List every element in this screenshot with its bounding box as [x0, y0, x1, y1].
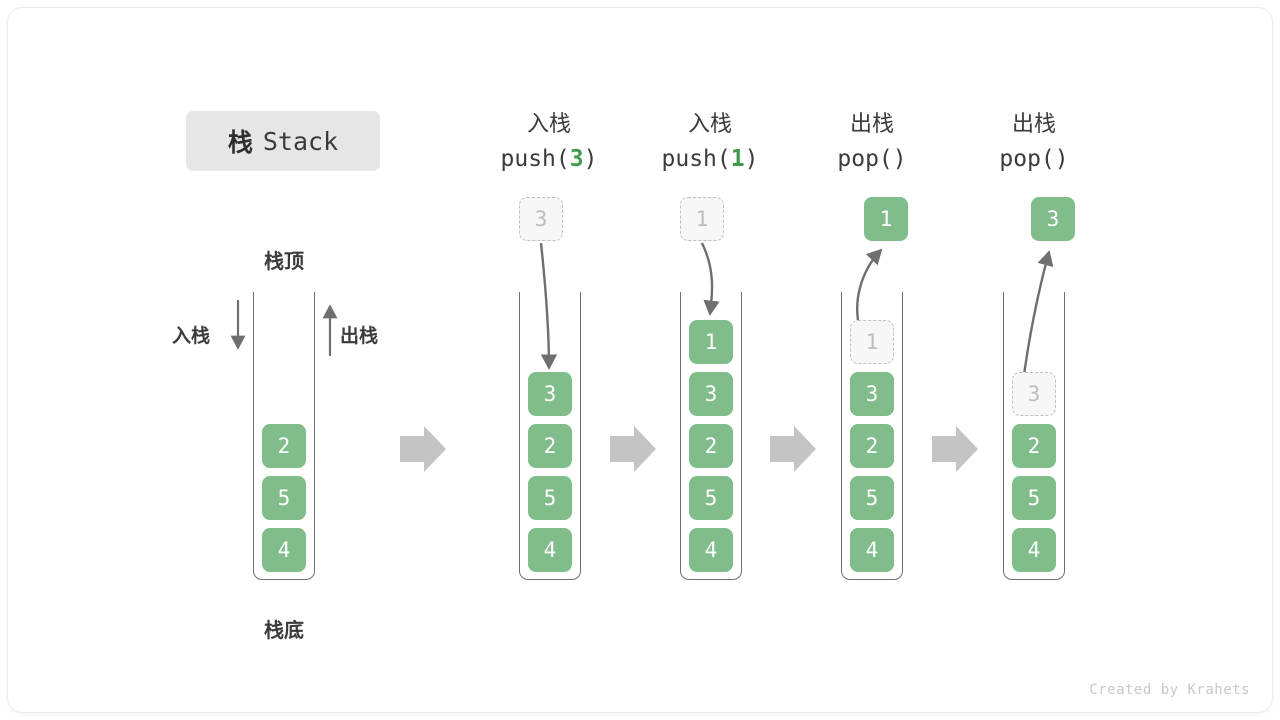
stage-header-code: push(3)	[500, 146, 598, 173]
stack-cell: 3	[689, 372, 733, 416]
stack-cell: 5	[850, 476, 894, 520]
title-badge: 栈 Stack	[186, 111, 380, 171]
footer-credit: Created by Krahets	[1089, 682, 1250, 698]
stack-cell: 2	[689, 424, 733, 468]
stack-cell: 4	[262, 528, 306, 572]
stage-header-cn: 出栈	[1011, 111, 1056, 136]
stack-top-label: 栈顶	[264, 251, 304, 273]
push-side-label: 入栈	[172, 326, 211, 347]
floating-element-pop-1: 1	[864, 197, 908, 241]
stack-cell: 3	[528, 372, 572, 416]
title-cn: 栈	[227, 129, 253, 157]
stack-cell: 2	[1012, 424, 1056, 468]
stage-header-pop-2: 出栈 pop()	[944, 108, 1124, 176]
stack-cell: 4	[850, 528, 894, 572]
pop-side-label: 出栈	[340, 326, 379, 347]
stack-cell: 5	[528, 476, 572, 520]
stack-walls	[1003, 292, 1065, 580]
stack-container-push-1: 1 3 2 5 4	[680, 292, 742, 580]
stack-walls	[841, 292, 903, 580]
title-en: Stack	[262, 126, 339, 156]
stack-cell-ghost: 1	[850, 320, 894, 364]
stage-header-arg: 3	[569, 146, 584, 173]
stack-cell: 2	[528, 424, 572, 468]
floating-element-push-1: 1	[680, 197, 724, 241]
stack-container-push-3: 3 2 5 4	[519, 292, 581, 580]
stack-cell: 5	[689, 476, 733, 520]
stack-cell: 2	[262, 424, 306, 468]
stage-header-push-3: 入栈 push(3)	[459, 108, 639, 176]
stack-bottom-label: 栈底	[264, 620, 304, 642]
floating-element-push-3: 3	[519, 197, 563, 241]
stack-cell: 5	[1012, 476, 1056, 520]
stage-header-pop-1: 出栈 pop()	[782, 108, 962, 176]
stage-header-code: pop()	[837, 146, 907, 173]
stage-header-arg: 1	[730, 146, 745, 173]
stack-container-pop-1: 1 3 2 5 4	[841, 292, 903, 580]
stage-header-code: push(1)	[661, 146, 759, 173]
stack-cell-ghost: 3	[1012, 372, 1056, 416]
stack-cell: 2	[850, 424, 894, 468]
stage-header-push-1: 入栈 push(1)	[620, 108, 800, 176]
stack-walls	[253, 292, 315, 580]
stack-cell: 4	[1012, 528, 1056, 572]
stack-cell: 3	[850, 372, 894, 416]
stage-header-code: pop()	[999, 146, 1069, 173]
stack-container-initial: 2 5 4	[253, 292, 315, 580]
stage-header-cn: 入栈	[526, 111, 571, 136]
stage-header-cn: 出栈	[849, 111, 894, 136]
stage-header-cn: 入栈	[687, 111, 732, 136]
stack-walls	[519, 292, 581, 580]
floating-element-pop-2: 3	[1031, 197, 1075, 241]
stack-container-pop-2: 3 2 5 4	[1003, 292, 1065, 580]
stack-cell: 4	[689, 528, 733, 572]
stack-cell: 1	[689, 320, 733, 364]
stack-walls	[680, 292, 742, 580]
stack-cell: 4	[528, 528, 572, 572]
stack-cell: 5	[262, 476, 306, 520]
